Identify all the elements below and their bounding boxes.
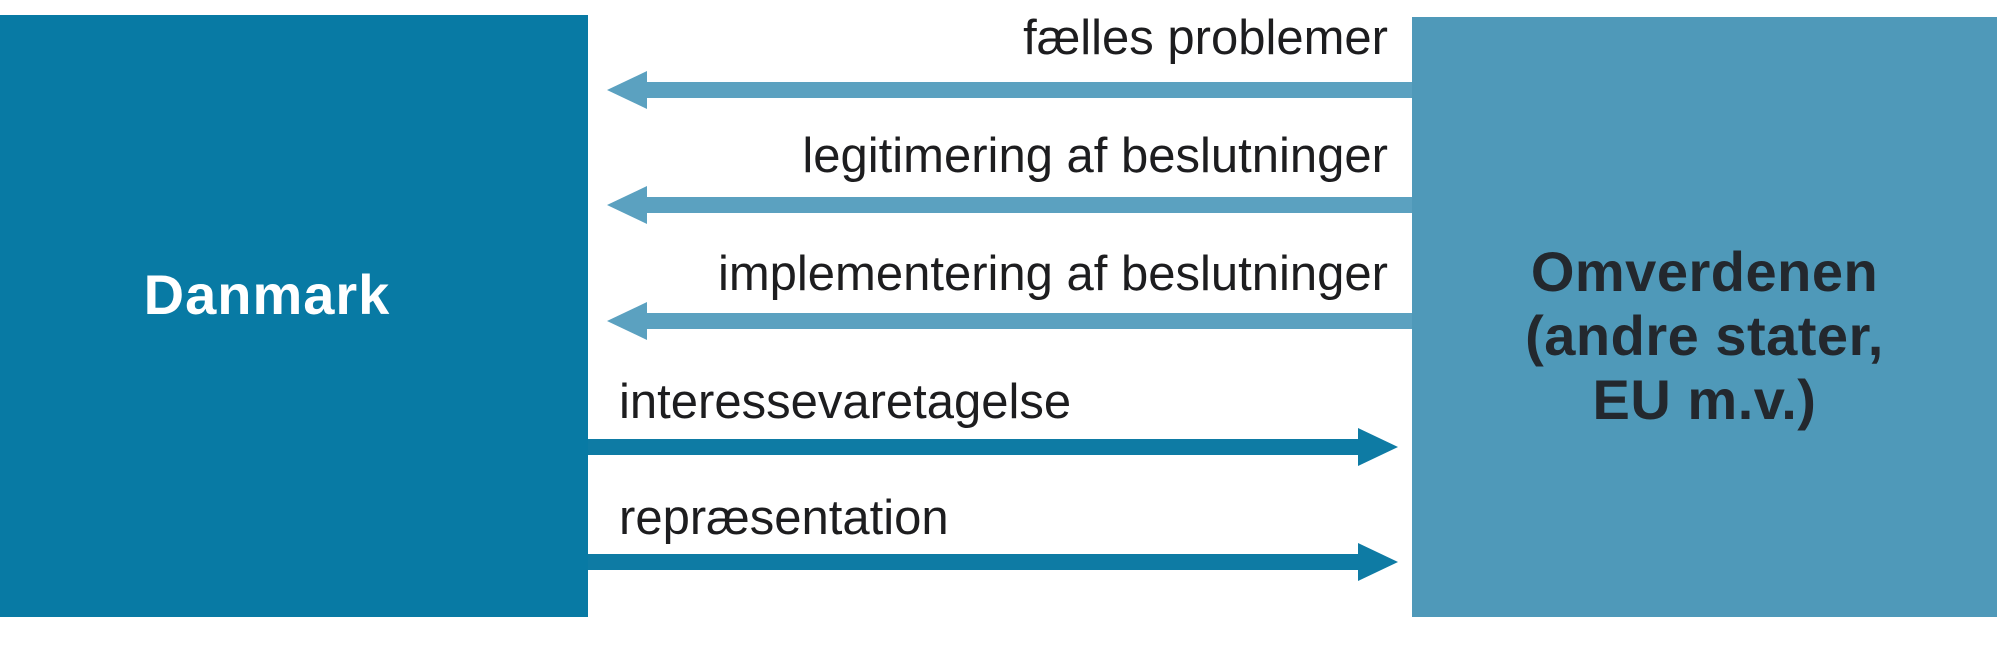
flow-label-repraesentation: repræsentation <box>619 491 949 545</box>
omverdenen-box: Omverdenen (andre stater, EU m.v.) <box>1412 17 1997 617</box>
arrow-faelles-problemer <box>607 71 1412 109</box>
flow-label-implementering-af-beslutninger: implementering af beslutninger <box>717 247 1388 301</box>
omverdenen-label-line-2: (andre stater, <box>1525 304 1884 367</box>
flow-label-faelles-problemer: fælles problemer <box>1023 11 1388 65</box>
danmark-box: Danmark <box>0 15 588 617</box>
arrow-left-head-icon <box>607 186 647 224</box>
arrow-shaft <box>641 313 1412 329</box>
omverdenen-label: Omverdenen (andre stater, EU m.v.) <box>1412 240 1997 432</box>
arrow-shaft <box>588 439 1364 455</box>
arrow-repraesentation <box>588 543 1398 581</box>
omverdenen-label-line-3: EU m.v.) <box>1592 368 1817 431</box>
omverdenen-label-line-1: Omverdenen <box>1530 240 1879 303</box>
arrow-left-head-icon <box>607 71 647 109</box>
arrow-interessevaretagelse <box>588 428 1398 466</box>
flow-label-interessevaretagelse: interessevaretagelse <box>619 375 1072 429</box>
arrow-legitimering-af-beslutninger <box>607 186 1412 224</box>
arrow-shaft <box>641 197 1412 213</box>
arrow-right-head-icon <box>1358 428 1398 466</box>
arrow-left-head-icon <box>607 302 647 340</box>
arrow-right-head-icon <box>1358 543 1398 581</box>
flow-label-legitimering-af-beslutninger: legitimering af beslutninger <box>802 129 1388 183</box>
danmark-label: Danmark <box>143 263 391 326</box>
arrow-shaft <box>641 82 1412 98</box>
arrow-implementering-af-beslutninger <box>607 302 1412 340</box>
arrow-shaft <box>588 554 1364 570</box>
